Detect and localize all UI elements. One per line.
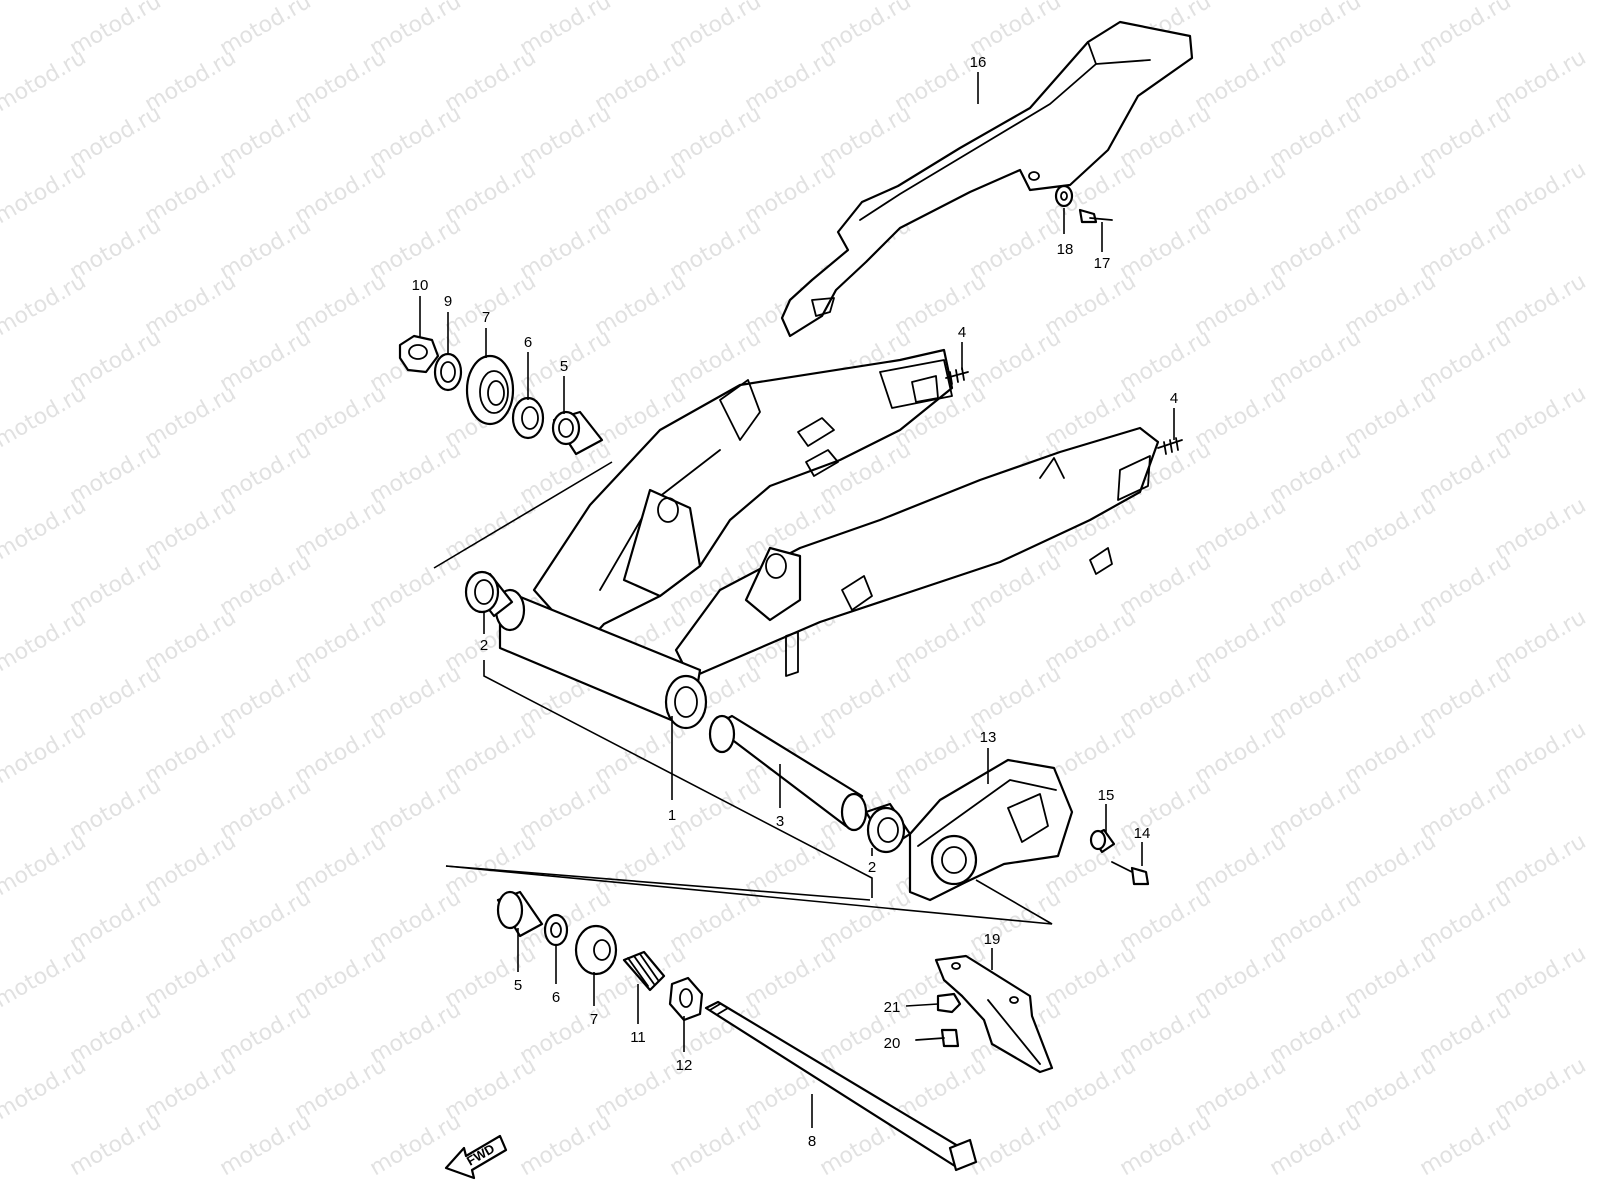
- callout-16: 16: [970, 54, 987, 104]
- swingarm-bearing-left-part: [464, 570, 514, 618]
- callout-label: 3: [776, 813, 784, 830]
- watermark-text: motod.ru: [1416, 1109, 1516, 1181]
- callout-8: 8: [808, 1094, 816, 1150]
- callout-7-upper: 7: [482, 309, 490, 358]
- chain-guide-part: [934, 954, 1054, 1074]
- watermark-text: motod.ru: [666, 1109, 766, 1181]
- watermark-text: motod.ru: [0, 381, 90, 453]
- callout-6-upper: 6: [524, 334, 532, 400]
- callout-label: 6: [524, 334, 532, 351]
- callout-label: 12: [676, 1057, 693, 1074]
- watermark-text: motod.ru: [966, 1109, 1066, 1181]
- pivot-nut-part: [398, 334, 440, 374]
- callout-4-left: 4: [958, 324, 966, 370]
- watermark-text: motod.ru: [0, 45, 90, 117]
- arrow-left-icon: [444, 1134, 508, 1180]
- callout-label: 7: [590, 1011, 598, 1028]
- pivot-lock-nut-part: [668, 976, 704, 1022]
- callout-label: 2: [868, 859, 876, 876]
- watermark-text: motod.ru: [0, 1053, 90, 1125]
- lower-washer-part: [543, 913, 569, 947]
- watermark-text: motod.ru: [516, 1109, 616, 1181]
- callout-3: 3: [776, 764, 784, 830]
- callout-label: 6: [552, 989, 560, 1006]
- assembly-reference-lines: [433, 461, 1053, 925]
- watermark-text: motod.ru: [0, 605, 90, 677]
- forward-direction-badge: FWD: [444, 1134, 508, 1180]
- callout-21: 21: [884, 999, 939, 1016]
- chain-buffer-part: [908, 758, 1074, 902]
- callout-14: 14: [1134, 825, 1151, 866]
- watermark-text: motod.ru: [0, 941, 90, 1013]
- callout-label: 21: [884, 999, 901, 1016]
- callout-1: 1: [668, 716, 676, 824]
- callout-12: 12: [676, 1016, 693, 1074]
- callout-13: 13: [980, 729, 997, 784]
- callout-label: 19: [984, 931, 1001, 948]
- callout-label: 10: [412, 277, 429, 294]
- callout-label: 11: [630, 1029, 646, 1046]
- callout-20: 20: [884, 1035, 901, 1052]
- callout-15: 15: [1098, 787, 1115, 832]
- callout-label: 14: [1134, 825, 1151, 842]
- callout-7-lower: 7: [590, 972, 598, 1028]
- callout-19: 19: [984, 931, 1001, 970]
- lower-bearing-part: [574, 924, 618, 976]
- callout-label: 13: [980, 729, 997, 746]
- callout-2-left: 2: [480, 612, 488, 654]
- watermark-text: motod.ru: [0, 717, 90, 789]
- watermark-text: motod.ru: [216, 1109, 316, 1181]
- callout-2-right: 2: [868, 848, 876, 876]
- callout-6-lower: 6: [552, 944, 560, 1006]
- callout-4-right: 4: [1170, 390, 1178, 440]
- callout-label: 18: [1057, 241, 1074, 258]
- callout-5-lower: 5: [514, 928, 522, 994]
- watermark-text: motod.ru: [66, 1109, 166, 1181]
- pivot-seal-washer-part: [511, 396, 545, 440]
- buffer-collar-part: [1089, 828, 1116, 854]
- pivot-spacer-part: [551, 410, 604, 456]
- callout-label: 9: [444, 293, 452, 310]
- callout-label: 17: [1094, 255, 1111, 272]
- pivot-washer-part: [433, 352, 463, 392]
- callout-label: 16: [970, 54, 987, 71]
- chain-guard-washer-part: [1054, 184, 1074, 208]
- callout-label: 4: [958, 324, 966, 341]
- callout-5-upper: 5: [560, 358, 568, 414]
- watermark-text: motod.ru: [1266, 1109, 1366, 1181]
- chain-guide-bolt-part: [915, 1028, 960, 1048]
- pivot-shaft-part: [704, 1000, 978, 1172]
- watermark-text: motod.ru: [0, 269, 90, 341]
- callout-10: 10: [412, 277, 429, 338]
- callout-label: 15: [1098, 787, 1115, 804]
- chain-guard-bolt-part: [1078, 208, 1113, 224]
- watermark-text: motod.ru: [0, 157, 90, 229]
- callout-label: 5: [560, 358, 568, 375]
- callout-label: 20: [884, 1035, 901, 1052]
- chain-adjuster-stud-right-part: [1157, 437, 1183, 455]
- pivot-bearing-part: [465, 354, 515, 426]
- callout-label: 4: [1170, 390, 1178, 407]
- callout-17: 17: [1094, 222, 1111, 272]
- watermark-text: motod.ru: [1116, 1109, 1216, 1181]
- callout-label: 2: [480, 637, 488, 654]
- callout-label: 7: [482, 309, 490, 326]
- watermark-text: motod.ru: [0, 493, 90, 565]
- buffer-bolt-part: [1111, 861, 1150, 886]
- callout-9: 9: [444, 293, 452, 354]
- callout-11: 11: [630, 984, 646, 1046]
- callout-label: 1: [668, 807, 676, 824]
- callout-label: 5: [514, 977, 522, 994]
- lower-spacer-part: [496, 890, 544, 938]
- swingarm-part: [494, 348, 1160, 730]
- watermark-text: motod.ru: [0, 829, 90, 901]
- pivot-adjuster-bolt-part: [622, 950, 666, 992]
- chain-guard-part: [780, 20, 1194, 338]
- callout-18: 18: [1057, 208, 1074, 258]
- swingarm-bearing-right-part: [864, 802, 912, 854]
- callout-label: 8: [808, 1133, 816, 1150]
- pivot-spacer-tube-part: [708, 714, 868, 832]
- chain-guide-nut-part: [936, 992, 962, 1014]
